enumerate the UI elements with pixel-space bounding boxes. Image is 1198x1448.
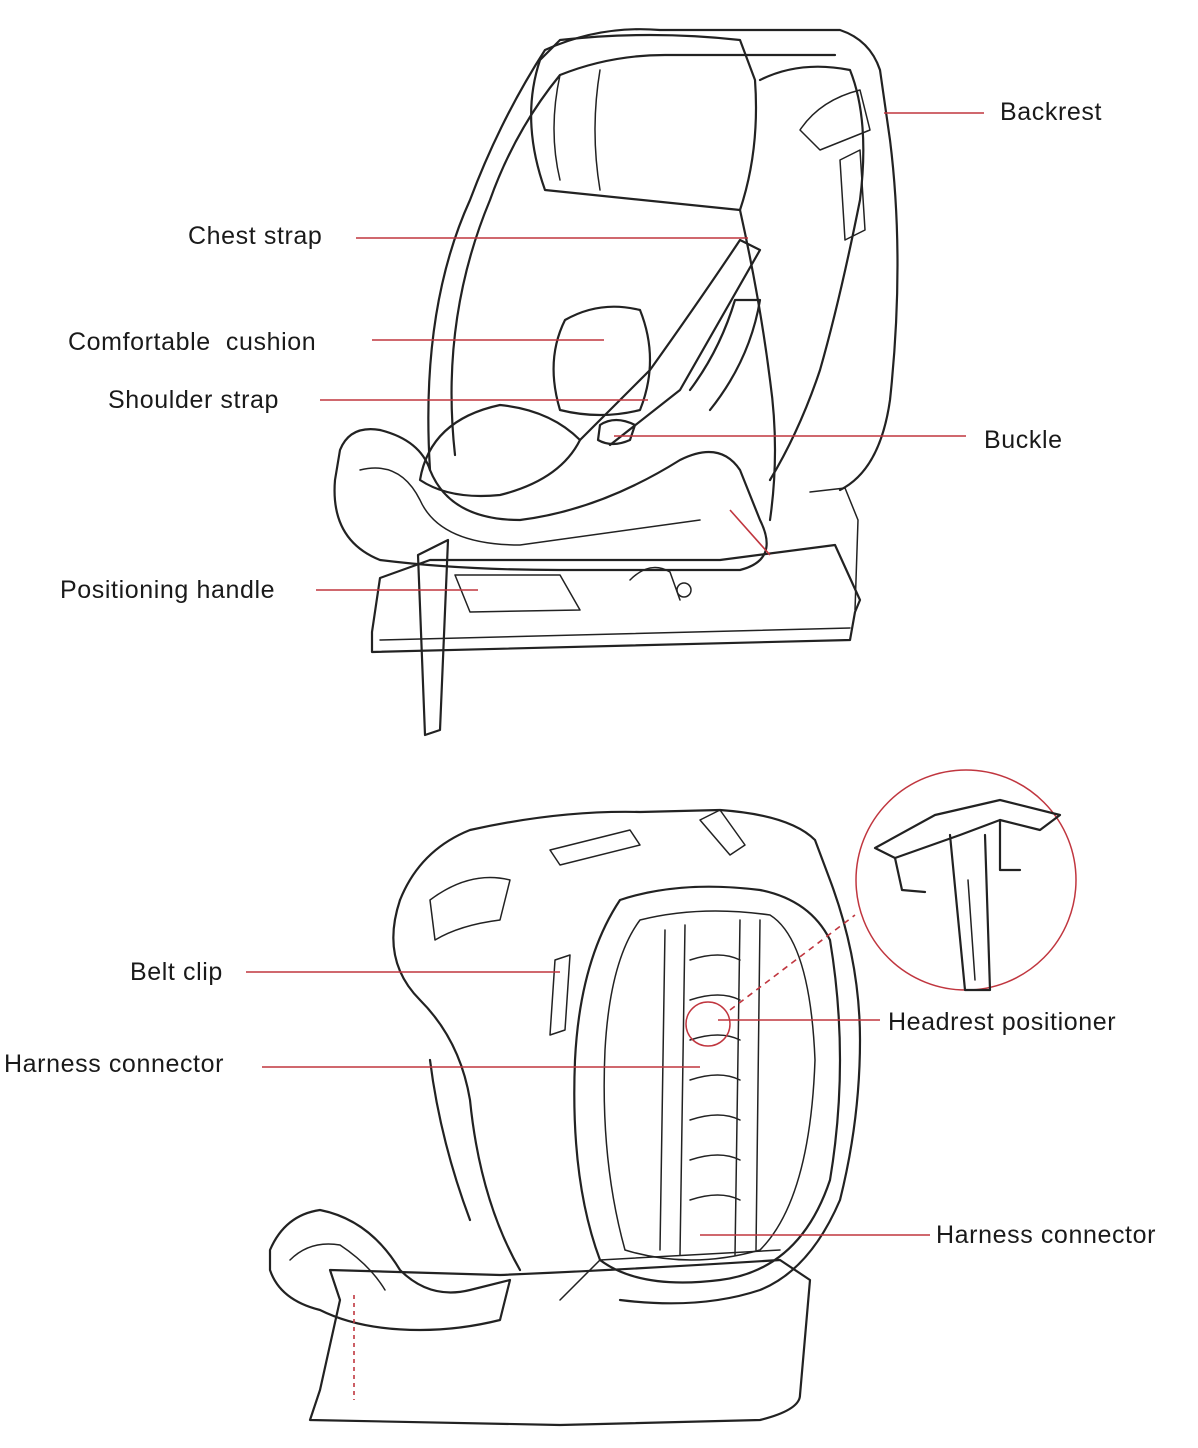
label-buckle: Buckle xyxy=(984,426,1063,454)
top-seat-leader-lines xyxy=(316,112,984,591)
label-backrest: Backrest xyxy=(1000,98,1103,126)
headrest-positioner-detail xyxy=(685,769,1077,1047)
label-headrest-positioner: Headrest positioner xyxy=(888,1008,1117,1036)
label-shoulder-strap: Shoulder strap xyxy=(108,386,279,414)
label-chest-strap: Chest strap xyxy=(188,222,323,250)
bottom-car-seat-illustration xyxy=(268,808,862,1427)
label-harness-connector-right: Harness connector xyxy=(936,1221,1157,1249)
label-positioning-handle: Positioning handle xyxy=(60,576,276,604)
top-car-seat-illustration xyxy=(333,28,899,737)
label-harness-connector-left: Harness connector xyxy=(4,1050,225,1078)
label-belt-clip: Belt clip xyxy=(130,958,223,986)
bottom-seat-leader-lines xyxy=(246,971,930,1400)
label-comfortable-cushion: Comfortable cushion xyxy=(68,328,317,356)
leader-backrest-diagonal xyxy=(729,509,771,556)
